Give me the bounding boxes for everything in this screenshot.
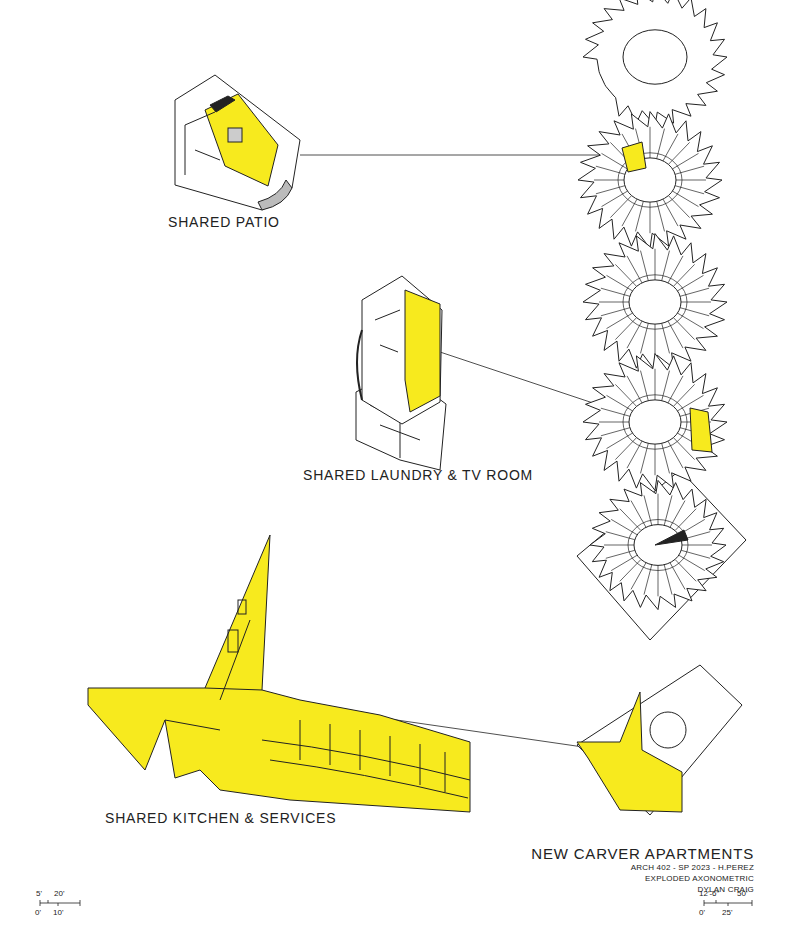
unit-wall	[673, 264, 694, 286]
plate-outline	[583, 0, 727, 125]
unit-wall	[627, 376, 642, 403]
scale-value: 50'	[737, 890, 747, 899]
floor-plate	[583, 234, 727, 371]
leader-lines	[300, 155, 680, 748]
unit-wall	[610, 196, 631, 218]
unit-wall	[599, 302, 629, 303]
space-label: SHARED LAUNDRY & TV ROOM	[303, 468, 533, 483]
unit-wall	[675, 166, 704, 174]
unit-wall	[663, 199, 678, 226]
unit-wall	[681, 302, 711, 303]
unit-wall	[631, 501, 646, 528]
unit-wall	[627, 256, 642, 283]
scale-bars	[40, 900, 752, 906]
floor-plate	[590, 480, 726, 609]
unit-wall	[680, 288, 709, 296]
unit-wall	[604, 545, 634, 546]
floor-plates	[578, 0, 727, 610]
scale-value: 25'	[722, 909, 732, 918]
unit-wall	[668, 321, 683, 348]
site-frames	[577, 470, 746, 815]
unit-wall	[668, 142, 689, 164]
unit-wall	[668, 441, 683, 468]
unit-wall	[596, 166, 625, 174]
sheet-type: EXPLODED AXONOMETRIC	[645, 875, 754, 884]
unit-wall	[658, 494, 659, 525]
scale-value: 12'-6"	[699, 890, 719, 899]
unit-wall	[676, 180, 706, 181]
unit-wall	[650, 127, 651, 158]
unit-wall	[670, 563, 685, 590]
plate-outline	[583, 354, 727, 491]
scale-value: 10'	[53, 909, 63, 918]
space-label: SHARED KITCHEN & SERVICES	[105, 811, 336, 826]
unit-wall	[615, 318, 636, 340]
unit-wall	[681, 550, 710, 558]
floor-plate	[578, 112, 722, 249]
unit-wall	[655, 444, 656, 475]
unit-wall	[601, 308, 630, 316]
kitchen-piece	[88, 535, 470, 812]
course-info: ARCH 402 - SP 2023 - H.PEREZ	[631, 864, 754, 873]
plate-outline	[583, 234, 727, 371]
unit-wall	[620, 559, 641, 581]
unit-wall	[675, 186, 704, 194]
unit-wall	[606, 550, 635, 558]
scale-value: 5'	[36, 890, 42, 899]
courtyard	[623, 30, 687, 84]
unit-wall	[658, 565, 659, 596]
unit-wall	[682, 545, 712, 546]
unit-wall	[655, 249, 656, 280]
unit-wall	[601, 288, 630, 296]
unit-wall	[615, 438, 636, 460]
drawing-title: NEW CARVER APARTMENTS	[531, 846, 754, 863]
unit-wall	[673, 153, 699, 169]
plate-highlights	[577, 142, 712, 812]
unit-wall	[599, 422, 629, 423]
scale-value: 0'	[35, 909, 41, 918]
plate-outline	[578, 112, 722, 249]
courtyard	[629, 400, 681, 444]
laundry-piece	[356, 276, 446, 470]
courtyard	[629, 280, 681, 324]
unit-wall	[678, 275, 704, 291]
space-label: SHARED PATIO	[168, 215, 280, 230]
unit-wall	[601, 408, 630, 416]
scale-value: 0'	[699, 909, 705, 918]
unit-wall	[596, 186, 625, 194]
unit-wall	[620, 509, 641, 531]
floor-plate	[583, 0, 727, 125]
floor-plate	[583, 354, 727, 491]
unit-wall	[679, 555, 705, 570]
unit-wall	[673, 384, 694, 406]
unit-wall	[631, 563, 646, 590]
unit-wall	[675, 509, 696, 531]
unit-wall	[611, 519, 637, 534]
unit-wall	[655, 369, 656, 400]
corridor-ring	[628, 520, 688, 571]
unit-wall	[602, 191, 628, 207]
unit-wall	[655, 324, 656, 355]
leader-line	[300, 155, 622, 156]
unit-wall	[675, 559, 696, 581]
scale-value: 20'	[54, 890, 64, 899]
unit-wall	[680, 308, 709, 316]
corridor-ring	[623, 275, 687, 329]
corridor-ring	[623, 395, 687, 449]
unit-wall	[611, 555, 637, 570]
unit-wall	[594, 180, 624, 181]
unit-wall	[607, 313, 633, 329]
plate-outline	[590, 480, 726, 609]
unit-wall	[606, 532, 635, 540]
patio-piece	[175, 75, 300, 210]
unit-wall	[670, 501, 685, 528]
unit-wall	[601, 428, 630, 436]
unit-wall	[650, 202, 651, 233]
unit-wall	[607, 433, 633, 449]
